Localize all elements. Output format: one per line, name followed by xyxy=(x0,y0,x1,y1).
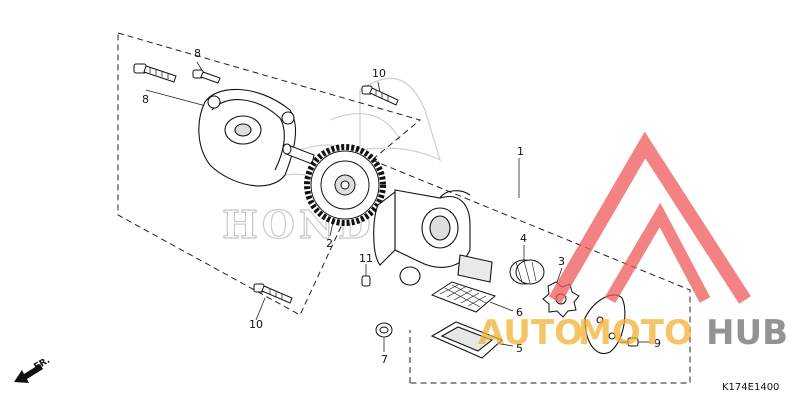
outer-rotor xyxy=(509,259,545,285)
callout-1: 1 xyxy=(517,145,524,158)
diagram-code: K174E1400 xyxy=(722,382,779,393)
bolt-10-top xyxy=(361,85,399,106)
bolt-10-bottom xyxy=(253,283,293,304)
callout-3: 3 xyxy=(558,255,565,268)
callout-5: 5 xyxy=(516,342,523,355)
callout-7: 7 xyxy=(381,353,388,366)
strainer-screen xyxy=(430,281,497,313)
callout-8-left: 8 xyxy=(142,93,149,106)
screw-9 xyxy=(620,337,639,347)
watermark-auto: AUTO xyxy=(478,313,583,353)
watermark-triangle-inner xyxy=(604,202,711,304)
callout-4: 4 xyxy=(520,232,527,245)
callout-8-top: 8 xyxy=(194,47,201,60)
watermark-hub: HUB xyxy=(706,313,788,353)
dowel-pin xyxy=(361,275,371,287)
watermark-triangle-outer xyxy=(548,131,751,304)
callout-11: 11 xyxy=(359,252,373,265)
strainer-seal xyxy=(430,321,504,359)
watermark-moto: MOTO xyxy=(578,313,693,353)
callout-6: 6 xyxy=(516,306,523,319)
bolt-8-right xyxy=(192,69,221,84)
rear-plate xyxy=(584,294,626,354)
callout-2: 2 xyxy=(326,237,333,250)
o-ring xyxy=(375,322,393,338)
bolt-8-left xyxy=(133,63,177,83)
automotohub-watermark: AUTO MOTO HUB xyxy=(478,131,788,353)
callout-10-bottom: 10 xyxy=(249,318,263,331)
callout-labels: 1 2 3 4 5 6 7 8 8 9 10 10 11 xyxy=(142,47,661,366)
pump-body xyxy=(373,189,493,286)
shaft-pin xyxy=(282,143,315,165)
front-label: FR. xyxy=(33,356,52,373)
callout-10-top: 10 xyxy=(372,67,386,80)
front-arrow: FR. xyxy=(14,356,52,383)
callout-9: 9 xyxy=(654,337,661,350)
assembly-frame xyxy=(117,32,691,384)
driven-gear xyxy=(304,144,386,226)
pump-cover xyxy=(198,88,296,187)
